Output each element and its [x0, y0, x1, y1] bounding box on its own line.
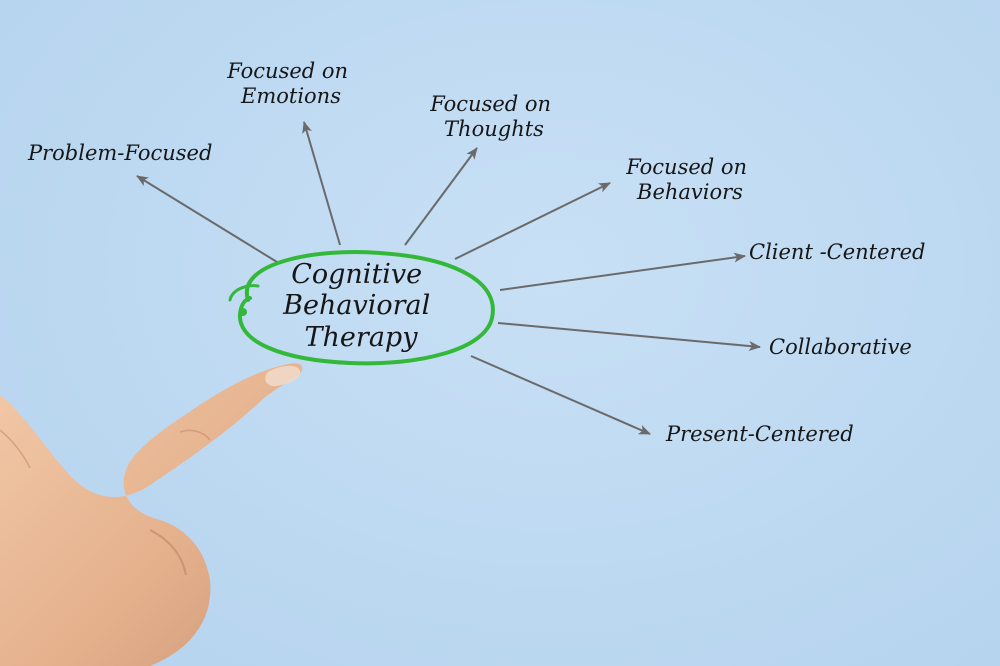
arrow-focused-on-emotions — [302, 121, 341, 246]
arrow-collaborative — [497, 322, 761, 351]
center-ring — [228, 250, 495, 366]
label-present-centered: Present-Centered — [665, 422, 854, 446]
label-client-centered: Client -Centered — [749, 240, 925, 264]
label-focused-on-emotions: Focused on Emotions — [226, 59, 355, 108]
arrows — [136, 121, 761, 435]
center-title-line: Cognitive — [291, 259, 422, 290]
arrow-client-centered — [499, 252, 746, 291]
center-title-line: Therapy — [305, 322, 419, 353]
arrow-problem-focused — [136, 175, 278, 263]
center-title-line: Behavioral — [282, 290, 430, 321]
label-problem-focused: Problem-Focused — [27, 141, 212, 165]
pointing-hand-icon — [0, 363, 303, 666]
arrow-focused-on-thoughts — [404, 147, 478, 246]
arrow-present-centered — [470, 355, 651, 435]
label-collaborative: Collaborative — [769, 335, 912, 359]
arrow-focused-on-behaviors — [454, 182, 611, 260]
center-title: Cognitive Behavioral Therapy — [282, 259, 439, 353]
label-focused-on-thoughts: Focused on Thoughts — [429, 92, 558, 141]
label-focused-on-behaviors: Focused on Behaviors — [625, 155, 754, 204]
